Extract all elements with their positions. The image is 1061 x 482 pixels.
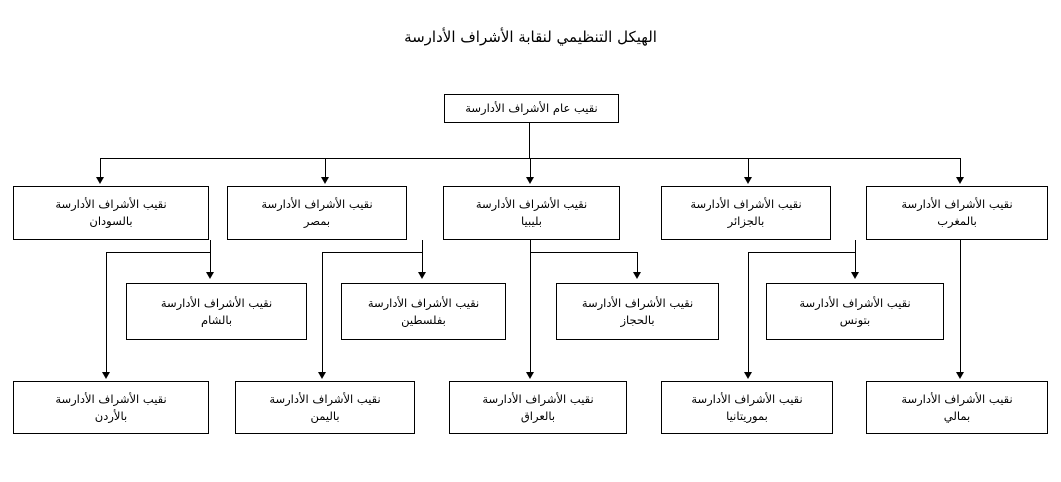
node-tunisia[interactable]: نقيب الأشراف الأدارسة بتونس <box>766 283 944 340</box>
node-egypt-line2: بمصر <box>303 214 331 228</box>
node-palestine[interactable]: نقيب الأشراف الأدارسة بفلسطين <box>341 283 506 340</box>
node-root[interactable]: نقيب عام الأشراف الأدارسة <box>444 94 619 123</box>
chart-title: الهيكل التنظيمي لنقابة الأشراف الأدارسة <box>404 28 657 46</box>
arrowhead-tunisia <box>851 272 859 279</box>
connector-root-stem <box>529 123 530 158</box>
arrowhead-mauritania <box>744 372 752 379</box>
node-palestine-line2: بفلسطين <box>401 312 446 327</box>
node-yemen-line1: نقيب الأشراف الأدارسة <box>269 391 381 406</box>
connector-libya-to-iraq <box>530 252 531 374</box>
node-sudan-line2: بالسودان <box>89 214 133 228</box>
connector-morocco-to-mali <box>960 240 961 374</box>
connector-sudan-stem <box>210 240 211 252</box>
connector-algeria-stem <box>855 240 856 252</box>
arrowhead-sudan <box>96 177 104 184</box>
arrowhead-hijaz <box>633 272 641 279</box>
connector-drop-libya <box>530 158 531 179</box>
connector-drop-sudan <box>100 158 101 179</box>
node-libya[interactable]: نقيب الأشراف الأدارسة بليبيا <box>443 186 620 240</box>
node-mauritania[interactable]: نقيب الأشراف الأدارسة بموريتانيا <box>661 381 833 434</box>
node-morocco-line2: بالمغرب <box>937 214 977 228</box>
node-hijaz[interactable]: نقيب الأشراف الأدارسة بالحجاز <box>556 283 719 340</box>
connector-drop-egypt <box>325 158 326 179</box>
node-tunisia-line1: نقيب الأشراف الأدارسة <box>799 295 911 310</box>
connector-egypt-to-palestine <box>422 252 423 274</box>
connector-algeria-to-tunisia <box>855 252 856 274</box>
node-sham-line2: بالشام <box>200 312 233 327</box>
node-sham[interactable]: نقيب الأشراف الأدارسة بالشام <box>126 283 307 340</box>
connector-libya-bus <box>530 252 638 253</box>
connector-egypt-bus <box>322 252 423 253</box>
node-mauritania-line1: نقيب الأشراف الأدارسة <box>691 391 803 406</box>
connector-egypt-stem <box>422 240 423 252</box>
node-algeria-line1: نقيب الأشراف الأدارسة <box>690 197 802 212</box>
arrowhead-morocco <box>956 177 964 184</box>
node-yemen[interactable]: نقيب الأشراف الأدارسة باليمن <box>235 381 415 434</box>
node-iraq[interactable]: نقيب الأشراف الأدارسة بالعراق <box>449 381 627 434</box>
node-egypt-line1: نقيب الأشراف الأدارسة <box>261 197 373 212</box>
node-hijaz-line1: نقيب الأشراف الأدارسة <box>581 295 694 310</box>
node-iraq-line2: بالعراق <box>520 408 556 423</box>
arrowhead-iraq <box>526 372 534 379</box>
node-mali[interactable]: نقيب الأشراف الأدارسة بمالي <box>866 381 1048 434</box>
node-morocco[interactable]: نقيب الأشراف الأدارسة بالمغرب <box>866 186 1048 240</box>
node-algeria-line2: بالجزائر <box>727 214 765 228</box>
node-sham-line1: نقيب الأشراف الأدارسة <box>160 295 273 310</box>
connector-egypt-to-yemen <box>322 252 323 374</box>
node-root-label: نقيب عام الأشراف الأدارسة <box>465 101 598 116</box>
node-jordan-line2: بالأردن <box>94 408 128 423</box>
connector-algeria-bus <box>748 252 856 253</box>
node-tunisia-line2: بتونس <box>839 312 871 327</box>
node-sudan[interactable]: نقيب الأشراف الأدارسة بالسودان <box>13 186 209 240</box>
node-palestine-line1: نقيب الأشراف الأدارسة <box>367 295 480 310</box>
connector-sudan-to-jordan <box>106 252 107 374</box>
node-mauritania-line2: بموريتانيا <box>726 408 768 423</box>
node-mali-line1: نقيب الأشراف الأدارسة <box>901 391 1013 406</box>
arrowhead-yemen <box>318 372 326 379</box>
connector-libya-to-hijaz <box>637 252 638 274</box>
arrowhead-egypt <box>321 177 329 184</box>
connector-drop-algeria <box>748 158 749 179</box>
arrowhead-palestine <box>418 272 426 279</box>
connector-drop-morocco <box>960 158 961 179</box>
node-libya-line1: نقيب الأشراف الأدارسة <box>475 197 588 212</box>
node-yemen-line2: باليمن <box>310 408 340 423</box>
node-algeria[interactable]: نقيب الأشراف الأدارسة بالجزائر <box>661 186 831 240</box>
connector-libya-stem <box>530 240 531 252</box>
node-mali-line2: بمالي <box>943 408 971 423</box>
connector-sudan-to-sham <box>210 252 211 274</box>
node-jordan[interactable]: نقيب الأشراف الأدارسة بالأردن <box>13 381 209 434</box>
connector-algeria-to-mauritania <box>748 252 749 374</box>
node-egypt[interactable]: نقيب الأشراف الأدارسة بمصر <box>227 186 407 240</box>
arrowhead-algeria <box>744 177 752 184</box>
node-iraq-line1: نقيب الأشراف الأدارسة <box>482 391 594 406</box>
connector-sudan-bus <box>106 252 211 253</box>
arrowhead-sham <box>206 272 214 279</box>
arrowhead-mali <box>956 372 964 379</box>
node-libya-line2: بليبيا <box>521 214 542 228</box>
node-sudan-line1: نقيب الأشراف الأدارسة <box>55 197 167 212</box>
arrowhead-libya <box>526 177 534 184</box>
node-jordan-line1: نقيب الأشراف الأدارسة <box>55 391 167 406</box>
node-hijaz-line2: بالحجاز <box>620 312 655 327</box>
arrowhead-jordan <box>102 372 110 379</box>
node-morocco-line1: نقيب الأشراف الأدارسة <box>901 197 1013 212</box>
